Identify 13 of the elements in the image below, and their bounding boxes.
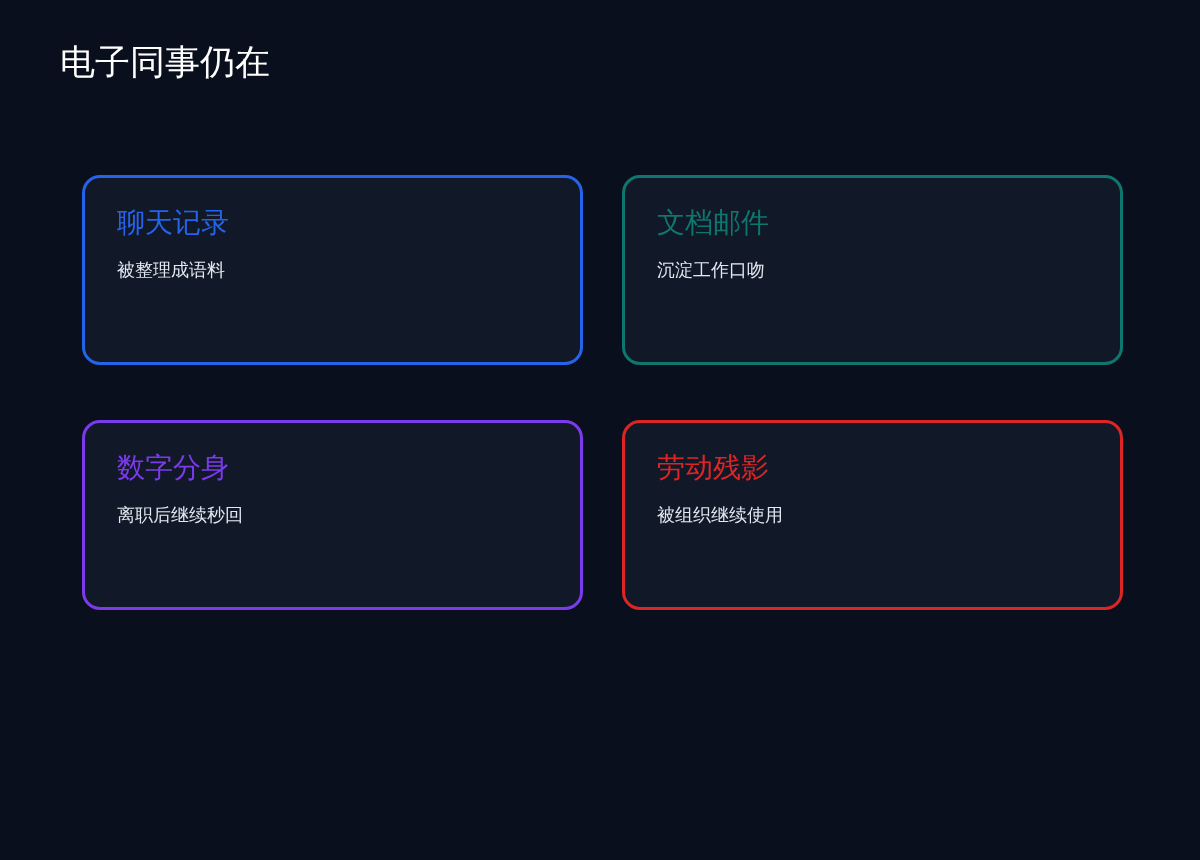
category-card xyxy=(82,420,583,610)
category-card xyxy=(622,175,1123,365)
card-description: 沉淀工作口吻 xyxy=(657,258,765,282)
category-card xyxy=(82,175,583,365)
card-description: 被整理成语料 xyxy=(117,258,225,282)
card-heading: 劳动残影 xyxy=(657,450,769,485)
card-heading: 文档邮件 xyxy=(657,205,769,240)
page-title: 电子同事仍在 xyxy=(60,41,270,84)
card-description: 离职后继续秒回 xyxy=(117,503,243,527)
card-heading: 数字分身 xyxy=(117,450,229,485)
card-heading: 聊天记录 xyxy=(117,205,229,240)
category-card xyxy=(622,420,1123,610)
card-description: 被组织继续使用 xyxy=(657,503,783,527)
